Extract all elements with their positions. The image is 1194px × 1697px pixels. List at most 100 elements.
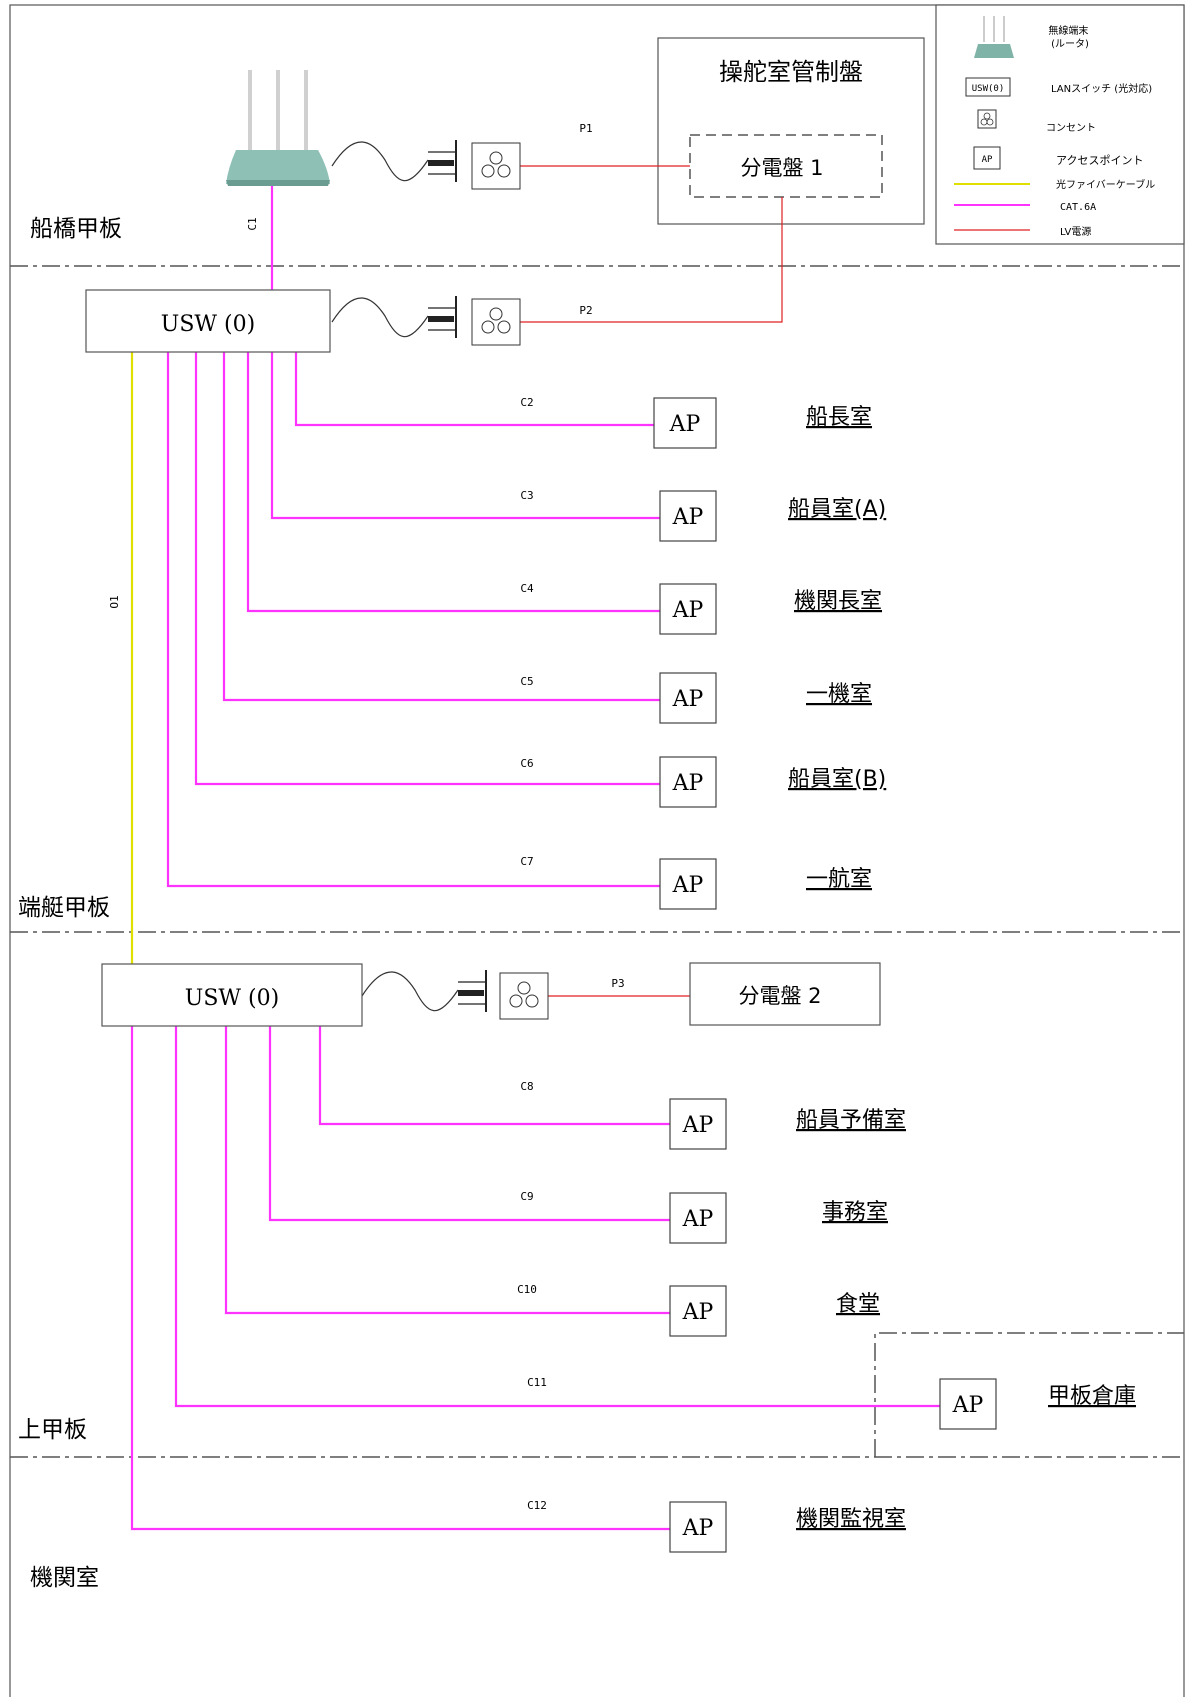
deck-store-boundary [874, 1332, 1184, 1457]
cable-label-p1: P1 [579, 122, 592, 135]
cable-label-p2: P2 [579, 304, 592, 317]
legend-ap-box-label: AP [982, 155, 993, 165]
cable-label-p3: P3 [611, 977, 624, 990]
ap-box-c8 [669, 1098, 727, 1150]
ap-labels: AP AP AP AP AP AP AP AP AP AP AP [669, 412, 984, 1541]
ap-box-c5 [659, 672, 717, 724]
zone-bridge-deck: 船橋甲板 [30, 216, 122, 242]
zone-engine-room: 機関室 [30, 1565, 99, 1591]
ap-label-c2: AP [669, 412, 701, 437]
ap-box-c2 [653, 397, 717, 449]
ap-box-c3 [659, 490, 717, 542]
ap-box-c9 [669, 1192, 727, 1244]
panel2-label: 分電盤 2 [738, 984, 821, 1008]
ap-label-c6: AP [672, 771, 704, 796]
legend-ap-label: アクセスポイント [1056, 154, 1143, 167]
ap-box-c10 [669, 1285, 727, 1337]
room-first-officer: 一航室 [806, 867, 872, 892]
cat-cable-c5 [222, 352, 660, 702]
room-crew-a: 船員室(A) [788, 497, 886, 522]
ap-label-c12: AP [682, 1516, 714, 1541]
router-icon [226, 70, 330, 186]
ap-boxes [653, 397, 997, 1553]
outlet-3 [499, 972, 549, 1020]
cable-label-c9: C9 [520, 1190, 533, 1203]
ap-label-c4: AP [672, 598, 704, 623]
room-mess: 食堂 [836, 1292, 880, 1317]
cat-cable-c9 [268, 1026, 670, 1222]
legend-outlet-label: コンセント [1046, 122, 1096, 134]
control-panel-label: 操舵室管制盤 [719, 58, 863, 86]
cable-label-c4: C4 [520, 582, 534, 595]
ap-label-c10: AP [682, 1300, 714, 1325]
room-first-engineer: 一機室 [806, 682, 872, 707]
cat-cable-c8 [318, 1026, 670, 1126]
power-cord-router [331, 140, 457, 182]
cable-label-c6: C6 [520, 757, 533, 770]
ap-box-c12 [669, 1501, 727, 1553]
power-cables [520, 165, 783, 997]
power-cord-usw2 [361, 970, 487, 1012]
cable-label-c7: C7 [520, 855, 533, 868]
zone-upper-deck: 上甲板 [18, 1417, 87, 1443]
usw1-box [85, 289, 331, 353]
cable-label-c5: C5 [520, 675, 533, 688]
deck-dividers [10, 265, 1184, 1458]
power-cable-p2 [520, 197, 783, 323]
outlet-2 [471, 298, 521, 346]
cat-cable-c6 [194, 352, 660, 786]
cat-cable-c7 [166, 352, 660, 888]
cat-cable-c2 [294, 352, 654, 427]
legend-router-icon [974, 16, 1014, 58]
ap-box-c11 [939, 1378, 997, 1430]
room-deck-store: 甲板倉庫 [1048, 1384, 1136, 1409]
room-labels: 船長室 船員室(A) 機関長室 一機室 船員室(B) 一航室 船員予備室 事務室… [788, 405, 1136, 1532]
legend-switch-box-label: USW(0) [972, 84, 1005, 94]
usw1-label: USW (0) [161, 312, 255, 337]
ap-label-c8: AP [682, 1113, 714, 1138]
cat-cable-c4 [246, 352, 660, 613]
cat-cable-c3 [270, 352, 660, 520]
ap-label-c11: AP [952, 1393, 984, 1418]
cable-label-c2: C2 [520, 396, 533, 409]
cable-label-c8: C8 [520, 1080, 533, 1093]
room-crew-spare: 船員予備室 [796, 1108, 906, 1133]
power-cord-usw1 [331, 296, 457, 338]
zone-boat-deck: 端艇甲板 [18, 895, 110, 921]
legend-switch-label: LANスイッチ (光対応) [1051, 82, 1152, 95]
ap-box-c6 [659, 756, 717, 808]
cable-label-c10: C10 [517, 1283, 537, 1296]
zone-labels: 船橋甲板 端艇甲板 上甲板 機関室 [18, 216, 122, 1591]
room-crew-b: 船員室(B) [788, 767, 886, 792]
cat-cable-c10 [224, 1026, 670, 1315]
legend: 無線端末 (ルータ) USW(0) LANスイッチ (光対応) コンセント AP… [935, 4, 1185, 245]
cable-label-c12: C12 [527, 1499, 547, 1512]
legend-ap-icon [973, 146, 1001, 170]
panel1-label: 分電盤 1 [740, 156, 823, 180]
panel2-box [689, 962, 881, 1026]
legend-power-label: LV電源 [1060, 225, 1091, 238]
cable-label-o1: O1 [108, 595, 121, 608]
usw2-box [101, 963, 363, 1027]
diagram-frame [9, 4, 1185, 1697]
room-engine-monitor: 機関監視室 [796, 1507, 906, 1532]
legend-fiber-label: 光ファイバーケーブル [1056, 178, 1155, 191]
cable-label-c1: C1 [246, 217, 259, 230]
cable-label-c11: C11 [527, 1376, 547, 1389]
usw2-label: USW (0) [185, 986, 279, 1011]
room-chief-engineer: 機関長室 [794, 589, 882, 614]
ap-box-c4 [659, 583, 717, 635]
ap-label-c3: AP [672, 505, 704, 530]
legend-box [935, 4, 1185, 245]
outlet-1 [471, 142, 521, 190]
legend-switch-icon [965, 77, 1011, 97]
cat-cable-c12 [130, 1026, 670, 1531]
cat-cables [130, 186, 940, 1531]
ap-box-c7 [659, 858, 717, 910]
ap-label-c9: AP [682, 1207, 714, 1232]
panel1-box [689, 134, 883, 198]
room-office: 事務室 [822, 1200, 888, 1225]
legend-router-label: 無線端末 (ルータ) [1048, 24, 1091, 50]
room-captain: 船長室 [806, 405, 872, 430]
